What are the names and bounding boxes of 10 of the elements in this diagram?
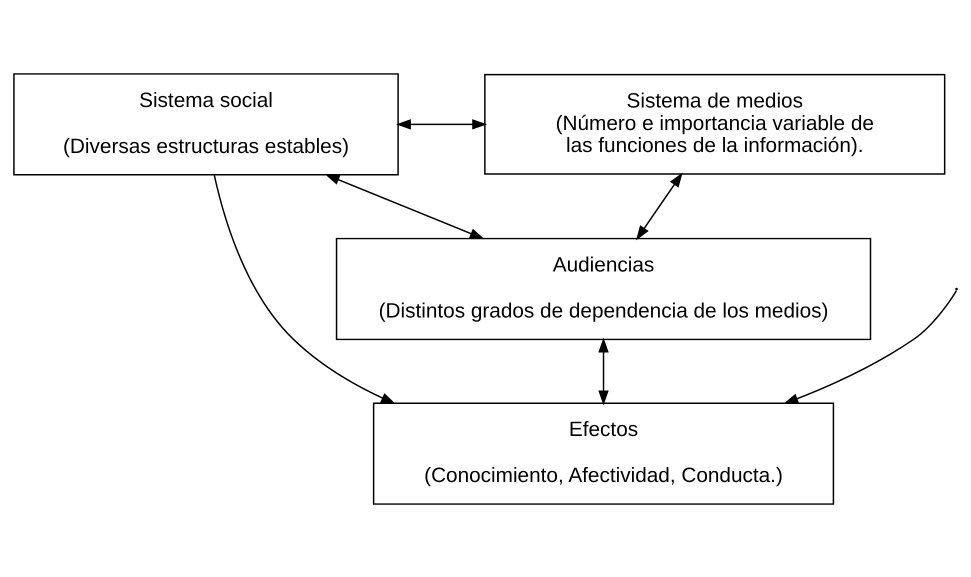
arrow — [783, 290, 958, 404]
arrow — [214, 174, 396, 404]
arrow — [324, 174, 485, 239]
arrow — [636, 172, 683, 240]
node-box: Sistema social (Diversas estructuras estables) — [13, 72, 399, 176]
node-box: Audiencias (Distintos grados de dependencia de los medios) — [336, 237, 872, 340]
node-box: Efectos (Conocimiento, Afectividad, Conducta.) — [372, 402, 834, 504]
arrow — [598, 337, 609, 405]
node-box: Sistema de medios (Número e importancia variable de las funciones de la información). — [484, 73, 946, 174]
arrow — [396, 118, 488, 130]
